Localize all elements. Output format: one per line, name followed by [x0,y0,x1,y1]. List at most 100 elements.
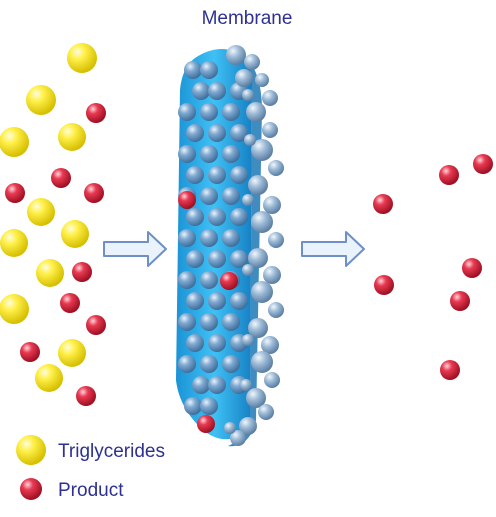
membrane-bead [200,145,218,163]
triglyceride-sphere [36,259,64,287]
membrane-bead [178,313,196,331]
product-sphere [76,386,96,406]
membrane-foam-bubble [268,160,284,176]
membrane-foam-bubble [258,404,274,420]
membrane-bead [186,250,204,268]
legend: Triglycerides Product [16,435,165,501]
product-sphere [439,165,459,185]
membrane-bead [186,208,204,226]
membrane-bead-layer [178,61,248,415]
product-sphere [60,293,80,313]
legend-label-triglycerides: Triglycerides [58,441,165,462]
membrane-bead [208,292,226,310]
membrane-foam-bubble [246,388,266,408]
membrane-foam-bubble [262,90,278,106]
membrane-foam-bubble [263,196,281,214]
yellow-sphere-icon [16,435,46,465]
membrane-foam-bubble [226,45,246,65]
product-sphere [440,360,460,380]
membrane-foam-bubble [242,194,254,206]
membrane-bead [208,376,226,394]
membrane-bead [230,166,248,184]
product-sphere [462,258,482,278]
membrane-bead [208,124,226,142]
membrane-foam-bubble [242,264,254,276]
membrane-bead [222,355,240,373]
membrane-bead [200,355,218,373]
membrane-foam-bubble [242,334,254,346]
red-sphere-icon [20,478,42,500]
permeate-arrow [301,231,365,267]
membrane-foam-bubble [244,54,260,70]
product-sphere [86,103,106,123]
triglyceride-sphere [0,294,29,324]
membrane-bead [222,145,240,163]
triglyceride-sphere [35,364,63,392]
membrane-bead [178,271,196,289]
product-sphere [5,183,25,203]
membrane-foam-bubble [255,73,269,87]
membrane-bead [178,229,196,247]
triglyceride-sphere [0,229,28,257]
membrane-bead [200,187,218,205]
membrane-bead [200,271,218,289]
membrane-foam-bubble [268,232,284,248]
membrane-foam-bubble [248,248,268,268]
membrane-bead [208,166,226,184]
membrane-foam-bubble [239,417,257,435]
membrane-bead [186,334,204,352]
membrane-bead [184,61,202,79]
diagram-title: Membrane [202,8,293,29]
product-sphere [220,272,238,290]
membrane-bead [230,208,248,226]
membrane-foam-bubble [235,69,253,87]
membrane-bead [230,124,248,142]
triglyceride-sphere [67,43,97,73]
membrane-foam-bubble [230,430,246,446]
triglyceride-sphere [58,339,86,367]
triglyceride-sphere [26,85,56,115]
membrane-bead [178,145,196,163]
membrane-bead [192,82,210,100]
membrane-foam-bubble [263,266,281,284]
membrane-foam-bubble [242,89,254,101]
membrane-bead [208,208,226,226]
membrane-bead [208,334,226,352]
membrane-bead [230,250,248,268]
triglyceride-sphere [61,220,89,248]
membrane-bead [186,292,204,310]
feed-arrow [103,231,167,267]
triglyceride-sphere [27,198,55,226]
legend-label-product: Product [58,480,124,501]
membrane-bead [208,82,226,100]
membrane-foam-bubble [262,122,278,138]
membrane-bead [222,229,240,247]
product-sphere [86,315,106,335]
product-sphere [197,415,215,433]
membrane-bead [186,166,204,184]
product-sphere [178,191,196,209]
membrane-bead [222,187,240,205]
membrane-bead [208,250,226,268]
membrane-foam-bubble [268,302,284,318]
membrane-bead [192,376,210,394]
membrane-bead [178,355,196,373]
membrane [176,45,284,447]
triglyceride-sphere [0,127,29,157]
membrane-bead [178,103,196,121]
membrane-bead [200,229,218,247]
membrane-foam-bubble [264,372,280,388]
membrane-bead [200,397,218,415]
product-sphere [72,262,92,282]
triglyceride-sphere [58,123,86,151]
membrane-bead [200,61,218,79]
product-sphere [51,168,71,188]
membrane-bead [222,313,240,331]
membrane-foam-bubble [261,336,279,354]
membrane-bead [186,124,204,142]
membrane-bead [184,397,202,415]
membrane-bead [200,313,218,331]
product-sphere [20,342,40,362]
product-sphere [84,183,104,203]
